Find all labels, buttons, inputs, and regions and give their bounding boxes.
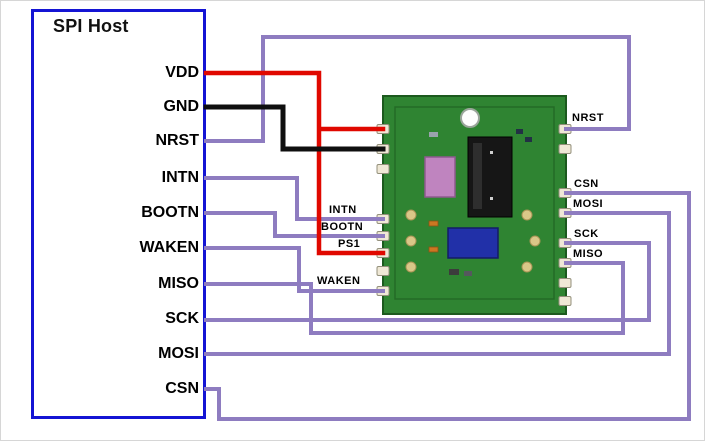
main-ic-chip bbox=[467, 136, 513, 218]
sensor-module-photo bbox=[376, 95, 572, 315]
pcb-pads-right bbox=[558, 124, 572, 306]
wire-vdd bbox=[203, 70, 386, 256]
wire-nrst bbox=[204, 35, 631, 143]
pink-component bbox=[424, 156, 456, 198]
wire-intn bbox=[204, 176, 385, 221]
module-pin-nrst: NRST bbox=[572, 112, 604, 124]
wire-miso bbox=[204, 261, 625, 335]
spi-host-box bbox=[31, 9, 206, 419]
module-pin-csn: CSN bbox=[574, 178, 599, 190]
module-pin-mosi: MOSI bbox=[573, 198, 604, 210]
module-pin-bootn: BOOTN bbox=[321, 221, 364, 233]
host-pin-gnd: GND bbox=[163, 98, 199, 115]
wire-mosi bbox=[204, 211, 671, 356]
wire-sck bbox=[204, 241, 651, 322]
module-pin-sck: SCK bbox=[574, 228, 599, 240]
spi-host-title: SPI Host bbox=[53, 16, 129, 36]
wire-bootn bbox=[204, 211, 385, 238]
host-pin-sck: SCK bbox=[165, 310, 199, 327]
module-pin-intn: INTN bbox=[329, 204, 357, 216]
module-pin-waken: WAKEN bbox=[317, 275, 361, 287]
wire-waken bbox=[204, 246, 385, 293]
wire-csn bbox=[204, 191, 691, 421]
pcb-passives bbox=[405, 129, 541, 276]
blue-component bbox=[447, 227, 499, 259]
host-pin-bootn: BOOTN bbox=[141, 204, 199, 221]
host-pin-intn: INTN bbox=[161, 169, 199, 186]
host-pin-nrst: NRST bbox=[155, 132, 199, 149]
host-pin-csn: CSN bbox=[165, 380, 199, 397]
module-pin-ps1: PS1 bbox=[338, 238, 361, 250]
pcb-silkscreen-outline bbox=[394, 106, 555, 300]
wire-gnd bbox=[203, 104, 386, 152]
host-pin-miso: MISO bbox=[158, 275, 199, 292]
host-pin-waken: WAKEN bbox=[139, 239, 199, 256]
host-pin-vdd: VDD bbox=[165, 64, 199, 81]
module-pin-miso: MISO bbox=[573, 248, 604, 260]
mounting-hole bbox=[460, 108, 480, 128]
host-pin-mosi: MOSI bbox=[158, 345, 199, 362]
